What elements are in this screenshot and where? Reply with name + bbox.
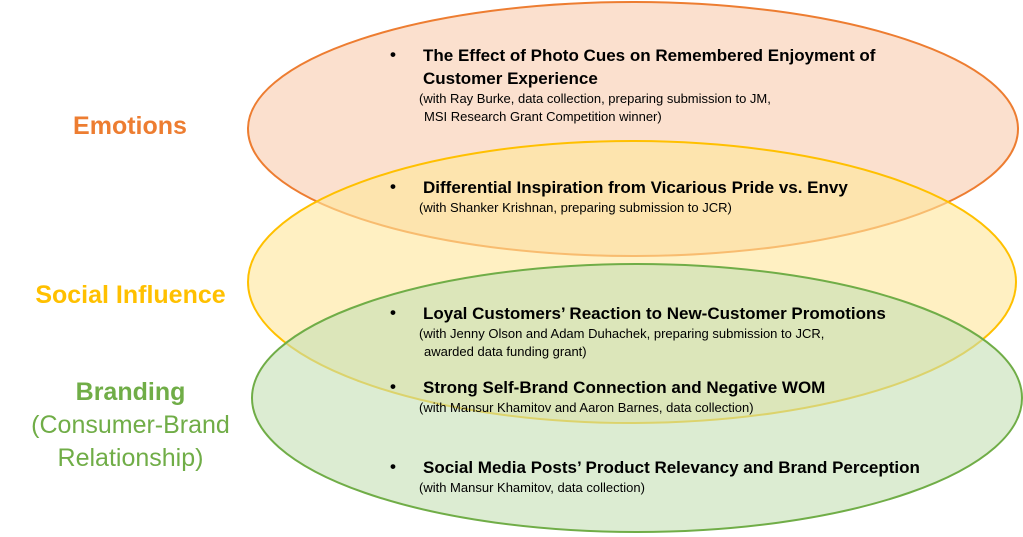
bullet-icon: •	[390, 45, 396, 64]
project-note-line: (with Mansur Khamitov, data collection)	[419, 480, 645, 495]
project-note-line: (with Ray Burke, data collection, prepar…	[419, 91, 771, 106]
project-note-line: (with Mansur Khamitov and Aaron Barnes, …	[419, 400, 754, 415]
project-note: (with Ray Burke, data collection, prepar…	[419, 90, 875, 126]
category-social-influence: Social Influence	[28, 281, 233, 310]
bullet-icon: •	[390, 377, 396, 396]
project-item: • The Effect of Photo Cues on Remembered…	[390, 44, 875, 126]
category-branding-label: Branding	[75, 378, 186, 406]
project-title-cont: Customer Experience	[423, 69, 598, 88]
project-title: Loyal Customers’ Reaction to New-Custome…	[423, 304, 886, 323]
category-branding: Branding (Consumer-Brand Relationship)	[18, 376, 243, 475]
project-title: Social Media Posts’ Product Relevancy an…	[423, 458, 920, 477]
project-title: Strong Self-Brand Connection and Negativ…	[423, 378, 826, 397]
bullet-icon: •	[390, 177, 396, 196]
project-item: • Social Media Posts’ Product Relevancy …	[390, 456, 920, 497]
category-emotions-label: Emotions	[73, 112, 187, 140]
project-item: • Differential Inspiration from Vicariou…	[390, 176, 848, 217]
project-note-line: (with Jenny Olson and Adam Duhachek, pre…	[419, 326, 825, 341]
project-note: (with Shanker Krishnan, preparing submis…	[419, 199, 848, 217]
project-note: (with Mansur Khamitov and Aaron Barnes, …	[419, 399, 825, 417]
category-social-influence-label: Social Influence	[35, 281, 226, 309]
project-note-line: awarded data funding grant)	[424, 344, 587, 359]
project-title: The Effect of Photo Cues on Remembered E…	[423, 46, 876, 65]
project-title: Differential Inspiration from Vicarious …	[423, 178, 848, 197]
bullet-icon: •	[390, 457, 396, 476]
branding-ellipse	[251, 263, 1023, 533]
bullet-icon: •	[390, 303, 396, 322]
category-emotions: Emotions	[40, 112, 220, 141]
project-note-line: (with Shanker Krishnan, preparing submis…	[419, 200, 732, 215]
project-note: (with Mansur Khamitov, data collection)	[419, 479, 920, 497]
project-item: • Strong Self-Brand Connection and Negat…	[390, 376, 825, 417]
category-branding-sub-1: (Consumer-Brand	[31, 411, 230, 439]
project-note: (with Jenny Olson and Adam Duhachek, pre…	[419, 325, 886, 361]
project-note-line: MSI Research Grant Competition winner)	[424, 109, 662, 124]
category-branding-sub-2: Relationship)	[57, 444, 204, 472]
project-item: • Loyal Customers’ Reaction to New-Custo…	[390, 302, 886, 361]
